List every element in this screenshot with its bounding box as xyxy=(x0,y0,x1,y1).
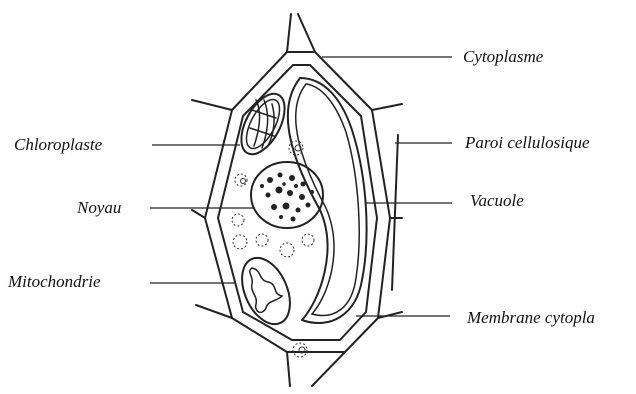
label-chloroplaste: Chloroplaste xyxy=(14,135,103,154)
label-paroi-cellulosique: Paroi cellulosique xyxy=(464,133,590,152)
cell-wall xyxy=(192,14,402,386)
leader-lines xyxy=(150,57,452,316)
label-cytoplasme: Cytoplasme xyxy=(463,47,544,66)
label-vacuole: Vacuole xyxy=(470,191,524,210)
vacuole xyxy=(288,78,367,323)
label-noyau: Noyau xyxy=(76,198,121,217)
label-membrane-cytoplasmique: Membrane cytopla xyxy=(466,308,595,327)
mitochondrion xyxy=(233,250,300,331)
label-mitochondrie: Mitochondrie xyxy=(7,272,101,291)
